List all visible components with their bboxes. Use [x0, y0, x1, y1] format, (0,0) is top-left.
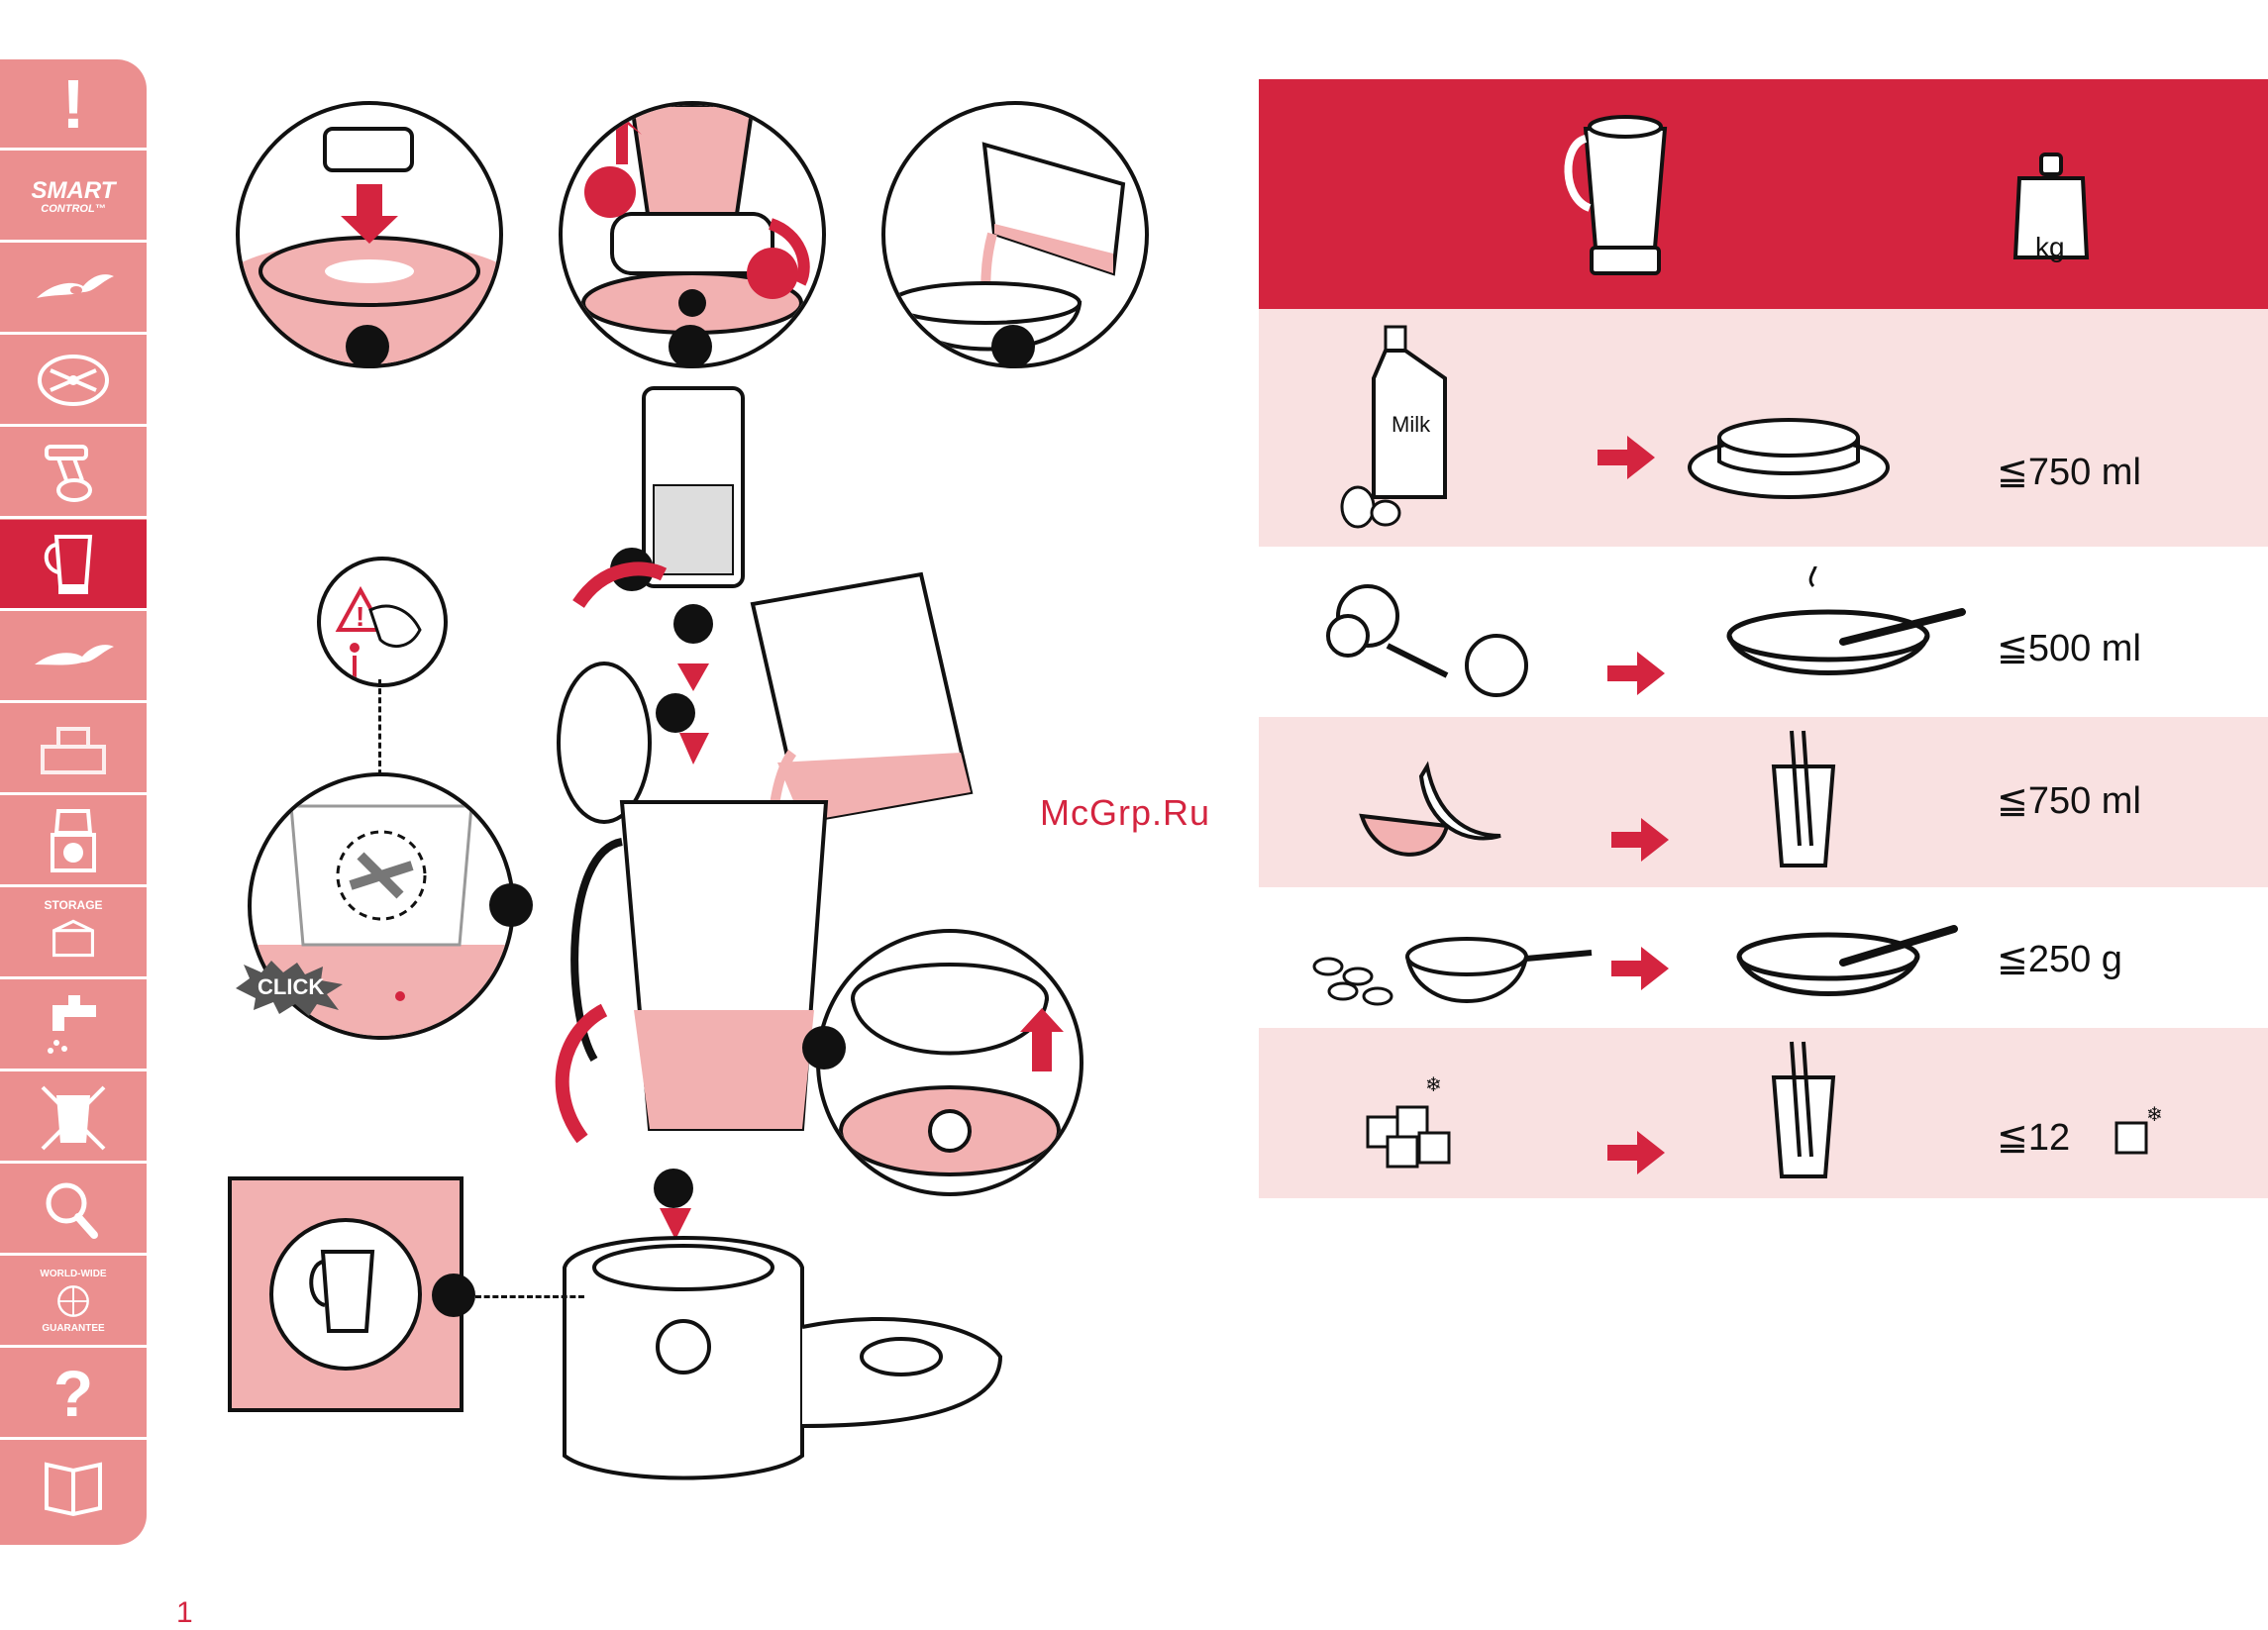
table-row: Milk ≦750 ml	[1259, 309, 2268, 547]
bin-crossed-icon	[29, 1081, 118, 1153]
question-icon: ?	[53, 1356, 93, 1431]
sidebar-item-knife-blade[interactable]	[0, 612, 147, 703]
arrow-right-icon	[1598, 436, 1655, 479]
page-number: 1	[176, 1596, 193, 1630]
sidebar-item-faq[interactable]: ?	[0, 1349, 147, 1440]
globe-guarantee-icon	[29, 1279, 118, 1323]
ice-cubes-icon: ❄	[1358, 1068, 1467, 1176]
mixer-icon	[29, 437, 118, 508]
tap-icon	[29, 989, 118, 1061]
sidebar-item-storage[interactable]: STORAGE	[0, 888, 147, 979]
smoothie-glass-icon	[1764, 727, 1843, 875]
table-row: ≦250 g	[1259, 887, 2268, 1028]
blade-icon	[29, 253, 118, 324]
ice-drink-glass-icon	[1764, 1038, 1843, 1186]
guarantee-bottom-label: GUARANTEE	[42, 1323, 104, 1334]
amount-value: ≦750 ml	[1997, 450, 2141, 494]
chapter-sidebar: ! SMART CONTROL™	[0, 59, 147, 1545]
food-processor-icon	[29, 713, 118, 784]
table-header: kg	[1259, 79, 2268, 309]
sidebar-item-smart-control[interactable]: SMART CONTROL™	[0, 152, 147, 243]
table-row: ≦500 ml	[1259, 547, 2268, 717]
arrow-right-icon	[1607, 652, 1665, 695]
step-marker	[991, 325, 1035, 368]
disc-icon	[29, 345, 118, 416]
ice-cube-icon: ❄	[2111, 1097, 2180, 1167]
arrow-right-icon	[1611, 947, 1669, 990]
detail-circle-base-removal	[816, 929, 1083, 1196]
click-burst: CLICK	[232, 961, 347, 1016]
sidebar-item-cleaning[interactable]	[0, 980, 147, 1071]
storage-icon	[29, 912, 118, 968]
sidebar-item-guarantee[interactable]: WORLD-WIDE GUARANTEE	[0, 1257, 147, 1348]
sidebar-item-recipes[interactable]	[0, 1441, 147, 1532]
sidebar-item-environment[interactable]	[0, 1072, 147, 1164]
juicer-icon	[29, 805, 118, 876]
vegetables-icon	[1318, 566, 1536, 705]
soup-bowl-icon	[1724, 566, 1972, 685]
milk-label: Milk	[1392, 412, 1430, 438]
puree-bowl-icon	[1734, 907, 1962, 1006]
sidebar-item-troubleshooting[interactable]	[0, 1165, 147, 1256]
storage-label: STORAGE	[44, 898, 102, 912]
exclamation-icon: !	[61, 64, 84, 144]
watermark-text: McGrp.Ru	[1040, 792, 1210, 834]
sidebar-item-mixer[interactable]	[0, 428, 147, 519]
amount-value: ≦12	[1997, 1115, 2070, 1160]
step-marker	[432, 1273, 475, 1317]
arrow-right-icon	[1607, 1131, 1665, 1174]
svg-text:!: !	[356, 601, 364, 632]
guarantee-top-label: WORLD-WIDE	[40, 1269, 106, 1279]
click-label: CLICK	[258, 974, 324, 1000]
knife-blade-icon	[29, 621, 118, 692]
blender-jar-icon	[1556, 99, 1695, 287]
svg-text:❄: ❄	[1425, 1072, 1442, 1096]
sidebar-item-blender[interactable]	[0, 520, 147, 611]
warning-circle: !	[317, 557, 448, 687]
fruit-icon	[1358, 757, 1506, 866]
step-marker	[669, 325, 712, 368]
sidebar-item-safety[interactable]: !	[0, 59, 147, 151]
sidebar-item-disc[interactable]	[0, 336, 147, 427]
magnifier-icon	[29, 1173, 118, 1245]
sidebar-item-juicer[interactable]	[0, 796, 147, 887]
smart-control-sublabel: CONTROL™	[41, 203, 105, 215]
svg-text:❄: ❄	[2146, 1102, 2163, 1126]
smart-control-icon: SMART	[32, 177, 116, 205]
sidebar-item-food-processor[interactable]	[0, 704, 147, 795]
pancakes-icon	[1685, 398, 1893, 507]
amount-value: ≦750 ml	[1997, 778, 2141, 823]
jar-button-circle	[269, 1218, 422, 1371]
arrow-right-icon	[1611, 818, 1669, 862]
amount-value: ≦250 g	[1997, 937, 2122, 981]
jar-button-box	[228, 1176, 464, 1412]
dashed-connector	[475, 1295, 584, 1298]
table-row: ❄ ≦12 ❄	[1259, 1028, 2268, 1198]
booklet-icon	[29, 1451, 118, 1522]
sidebar-item-blade[interactable]	[0, 244, 147, 335]
blender-assembly-illustration: ! CLICK	[178, 40, 1109, 1495]
step-marker	[346, 325, 389, 368]
amount-value: ≦500 ml	[1997, 626, 2141, 670]
step-marker	[802, 1026, 846, 1070]
blender-jar-icon	[29, 529, 118, 600]
weight-label: kg	[2035, 232, 2065, 263]
table-row: ≦750 ml	[1259, 717, 2268, 887]
beans-pan-icon	[1298, 897, 1596, 1016]
